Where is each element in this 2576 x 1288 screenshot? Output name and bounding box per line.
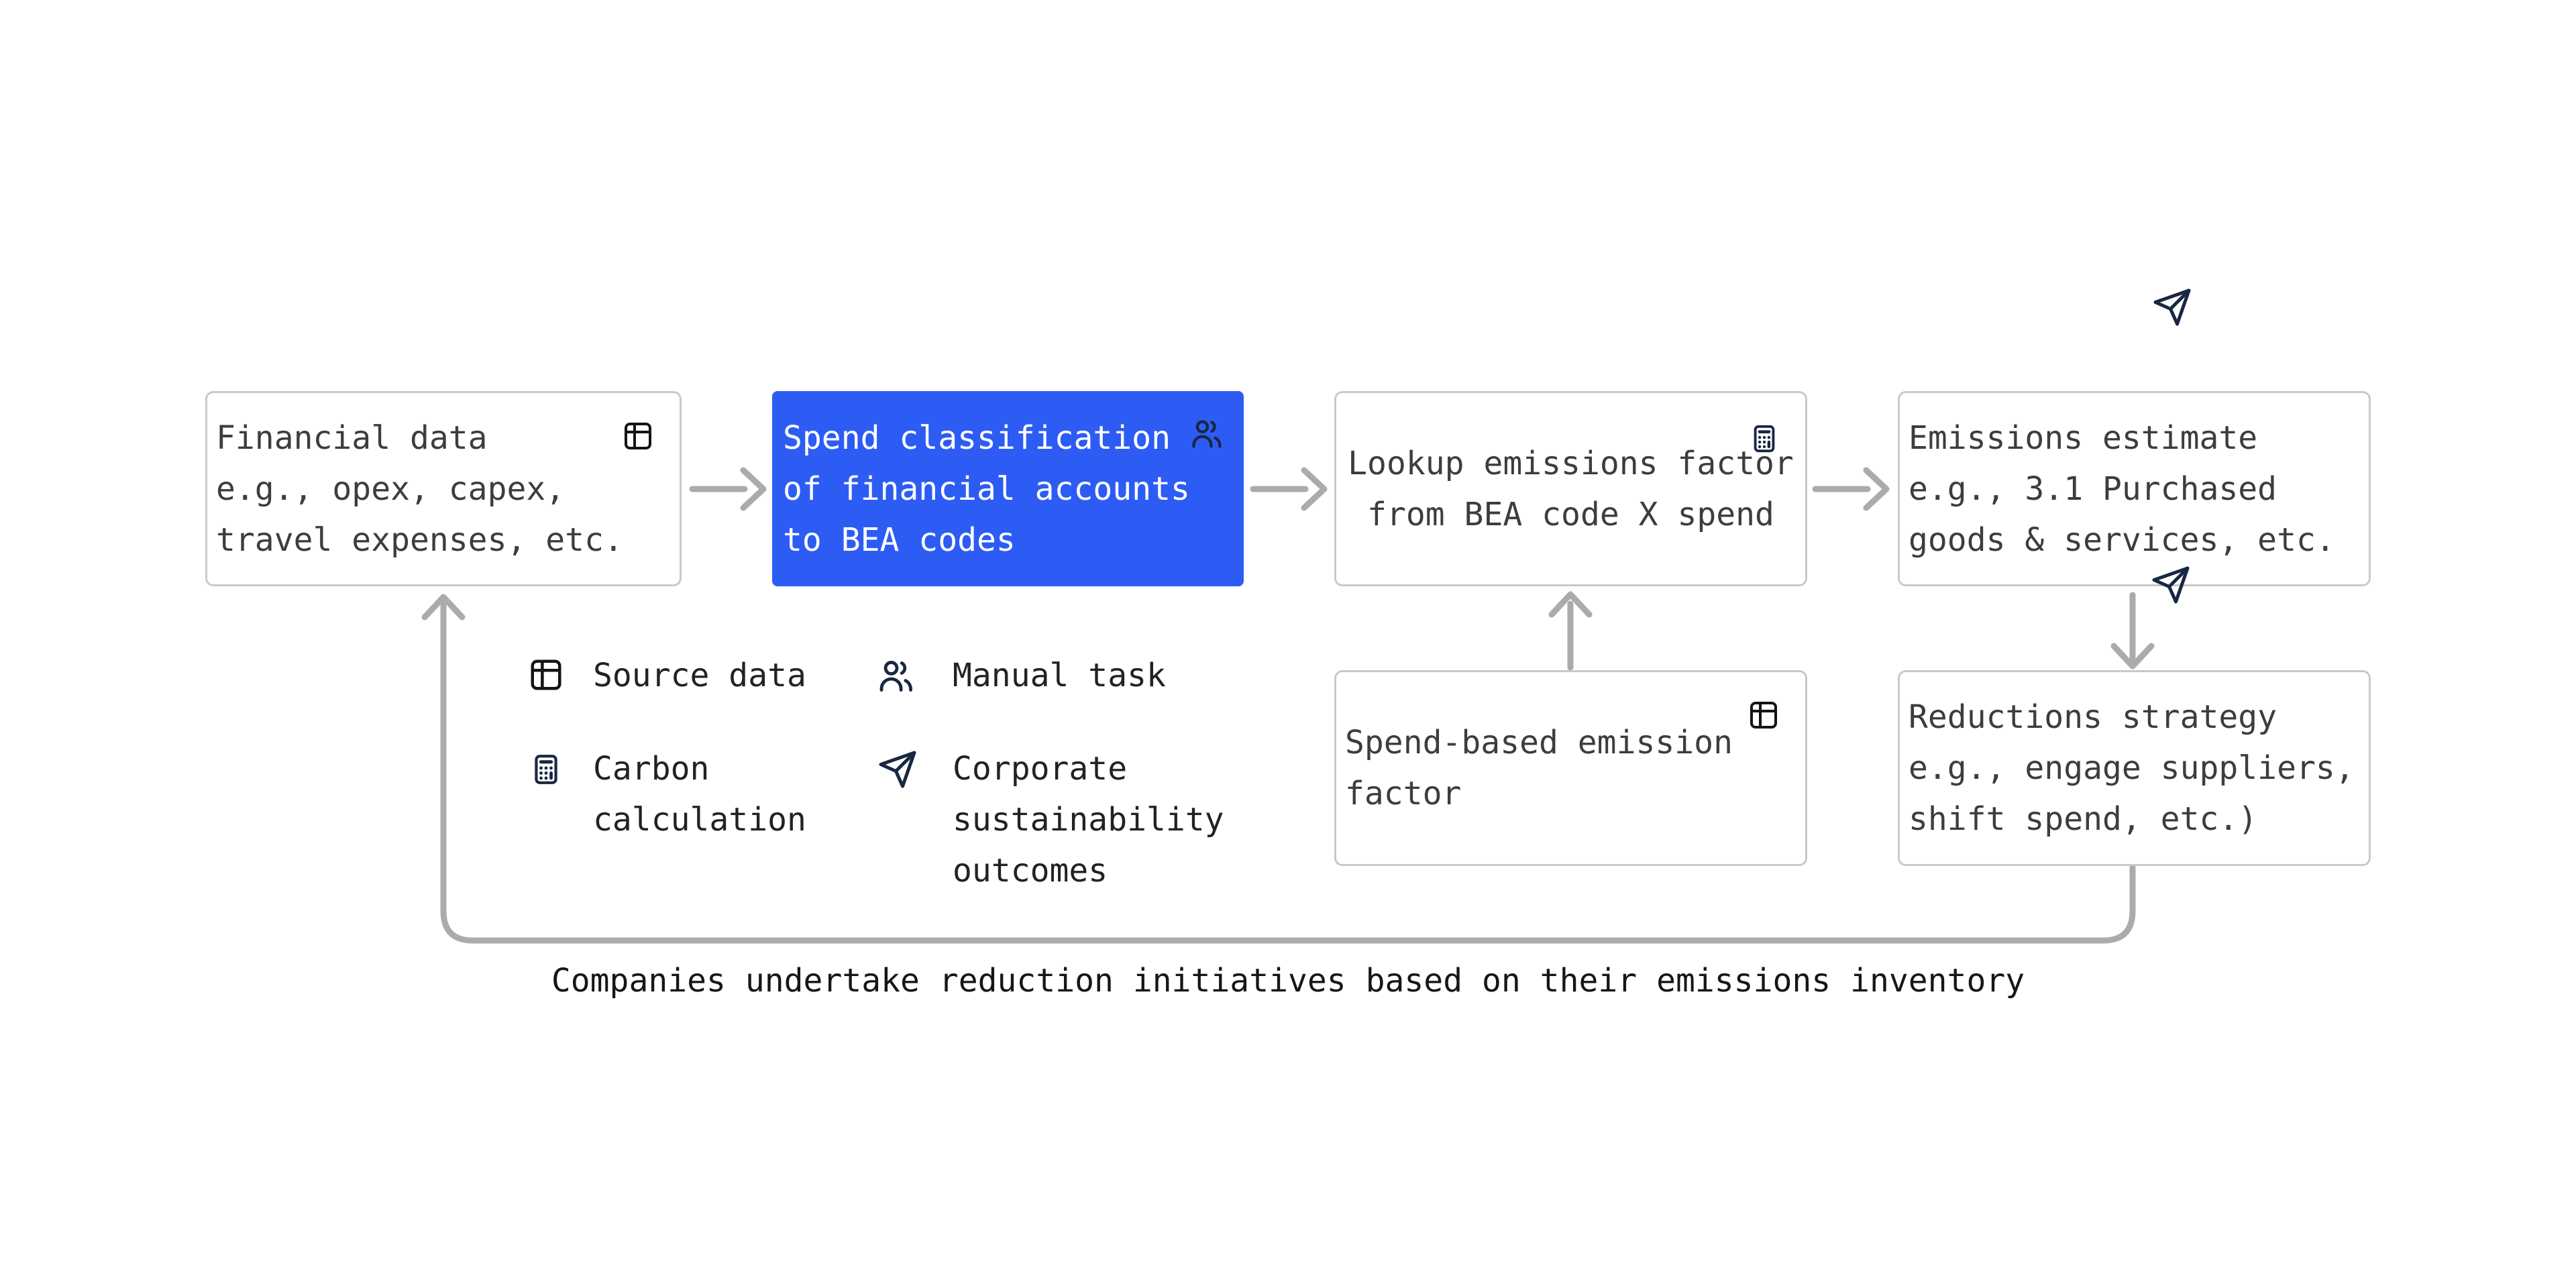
table-icon [528,657,564,693]
calculator-icon [529,749,563,790]
legend-item-carbon-calculation: Carbon calculation [529,743,875,845]
box-line: Lookup emissions factor [1348,444,1794,482]
calculator-icon [1749,420,1780,458]
box-line: e.g., engage suppliers, [1909,749,2355,787]
box-line: from BEA code X spend [1367,495,1774,533]
send-icon [877,749,918,790]
table-icon [1748,699,1780,731]
box-line: of financial accounts [783,470,1190,508]
send-icon [2151,565,2191,605]
table-icon [622,420,654,452]
box-line: factor [1345,775,1462,812]
legend-label: Carbon calculation [593,750,806,839]
legend-label: Manual task [953,657,1166,694]
box-line: Financial data [216,419,488,457]
feedback-loop-line [440,599,2136,944]
flow-box-reductions-strategy: Reductions strategy e.g., engage supplie… [1898,670,2371,866]
box-line: Reductions strategy [1909,698,2277,736]
legend-item-source-data: Source data [528,650,806,701]
box-line: Spend-based emission [1345,724,1733,761]
flow-box-lookup-emissions-factor: Lookup emissions factor from BEA code X … [1334,391,1807,586]
box-line: goods & services, etc. [1909,521,2335,559]
send-icon [2152,287,2192,327]
flow-box-emissions-estimate: Emissions estimate e.g., 3.1 Purchased g… [1898,391,2371,586]
flow-box-financial-data: Financial data e.g., opex, capex, travel… [205,391,682,586]
diagram-caption: Companies undertake reduction initiative… [551,962,2025,1000]
users-icon [877,657,916,696]
legend-label: Source data [593,657,806,694]
legend-item-corporate-sustainability-outcomes: Corporate sustainability outcomes [877,743,1241,896]
box-line: e.g., opex, capex, [216,470,566,508]
box-line: to BEA codes [783,521,1016,559]
flow-box-spend-based-emission-factor: Spend-based emission factor [1334,670,1807,866]
flow-box-spend-classification: Spend classification of financial accoun… [772,391,1244,586]
users-icon [1190,417,1225,451]
legend-label: Corporate sustainability outcomes [953,750,1224,890]
box-line: travel expenses, etc. [216,521,623,559]
box-line: e.g., 3.1 Purchased [1909,470,2277,508]
box-line: Spend classification [783,419,1171,457]
box-line: shift spend, etc.) [1909,800,2258,838]
box-line: Emissions estimate [1909,419,2258,457]
legend-item-manual-task: Manual task [877,650,1166,701]
